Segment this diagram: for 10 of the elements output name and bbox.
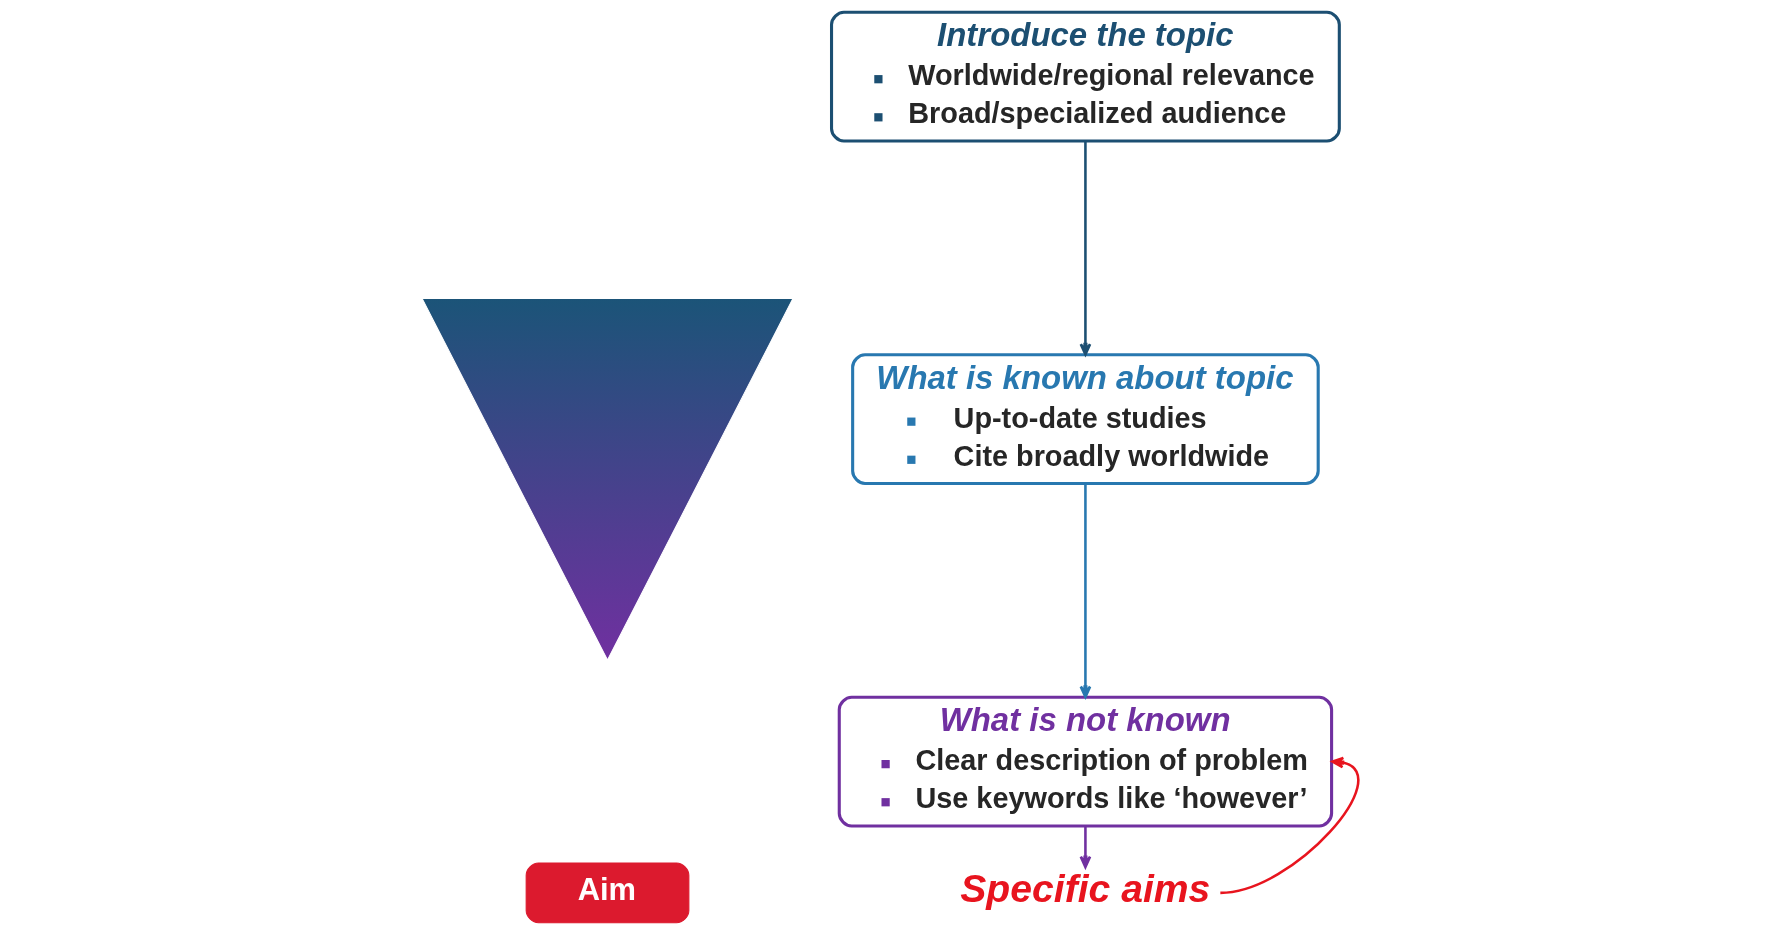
node-box: Introduce the topic Worldwide/regional relevance Broad/specialized audience <box>830 10 1341 143</box>
node-triangle <box>421 298 794 662</box>
node-box: What is known about topic Up-to-date studies Cite broadly worldwide <box>851 353 1320 485</box>
node-text: Specific aims <box>960 866 1211 910</box>
arrow <box>1079 141 1092 356</box>
node-box: Aim <box>525 862 690 924</box>
node-box: What is not known Clear description of problem Use keywords like ‘however’ <box>837 695 1334 828</box>
arrow <box>1079 826 1092 869</box>
arrow <box>1220 756 1360 895</box>
arrow <box>1079 483 1092 699</box>
